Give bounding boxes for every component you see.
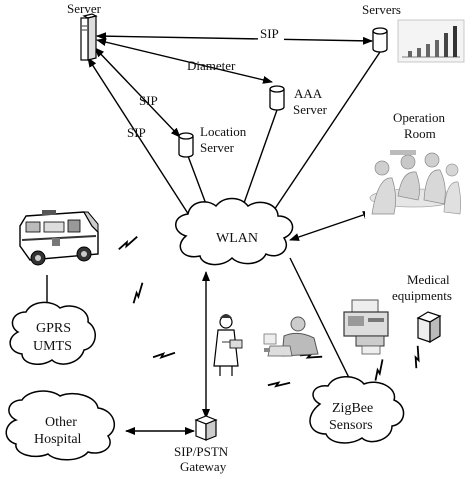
gprs-label-line2: UMTS [33, 339, 72, 354]
other-hospital-label-line2: Hospital [34, 432, 82, 447]
sip-top-label: SIP [260, 26, 279, 41]
database-cylinder-icon [372, 27, 388, 53]
medical-label-line1: Medical [407, 272, 450, 287]
other-hospital-label-line1: Other [45, 415, 77, 430]
zigbee-label-line1: ZigBee [332, 401, 373, 416]
lightning-link-icon [126, 281, 150, 305]
gateway-box-icon [194, 415, 218, 441]
sip-link-wlan [87, 57, 197, 227]
zigbee-label-line2: Sensors [329, 418, 373, 433]
gateway-label-line1: SIP/PSTN [174, 444, 229, 459]
lightning-link-icon [116, 235, 140, 251]
location-label-line2: Server [200, 140, 235, 155]
lightning-link-icon [266, 374, 292, 394]
medical-label-line2: equipments [392, 288, 452, 303]
diameter-link [96, 38, 273, 84]
server-tower-icon [80, 13, 98, 61]
diameter-label: Diameter [187, 58, 236, 73]
gprs-umts-cloud: GPRS UMTS [9, 301, 96, 366]
zigbee-sensors-cloud: ZigBee Sensors [309, 376, 405, 444]
gprs-label-line1: GPRS [36, 321, 71, 336]
lightning-link-icon [367, 358, 391, 382]
patient-monitoring-figures [213, 314, 319, 376]
sip-left-label: SIP [127, 125, 146, 140]
location-label-line1: Location [200, 124, 247, 139]
servers-wlan-link [261, 51, 381, 229]
operation-room-photo [365, 148, 462, 218]
operation-label-line2: Room [404, 126, 436, 141]
sip-link-location [94, 47, 181, 138]
sip-mid-label: SIP [139, 93, 158, 108]
sip-link-server-servers [96, 32, 373, 45]
aaa-server-database-icon [269, 85, 285, 111]
location-server-database-icon [178, 132, 194, 158]
lightning-link-icon [406, 344, 428, 370]
ambulance-icon [19, 210, 99, 266]
wlan-label: WLAN [216, 231, 258, 246]
medical-device-icons [343, 299, 442, 355]
lightning-link-icon [152, 346, 176, 364]
servers-label: Servers [362, 2, 401, 17]
bar-chart-thumbnail [397, 19, 465, 63]
server-label: Server [67, 1, 102, 16]
other-hospital-cloud: Other Hospital [5, 390, 116, 461]
aaa-label-line2: Server [293, 102, 328, 117]
gateway-label-line2: Gateway [180, 459, 227, 474]
wlan-cloud: WLAN [175, 197, 294, 266]
wlan-operation-link [289, 211, 373, 241]
connections [46, 32, 381, 435]
aaa-label-line1: AAA [294, 86, 323, 101]
operation-label-line1: Operation [393, 110, 445, 125]
wlan-zigbee-link [289, 257, 357, 393]
